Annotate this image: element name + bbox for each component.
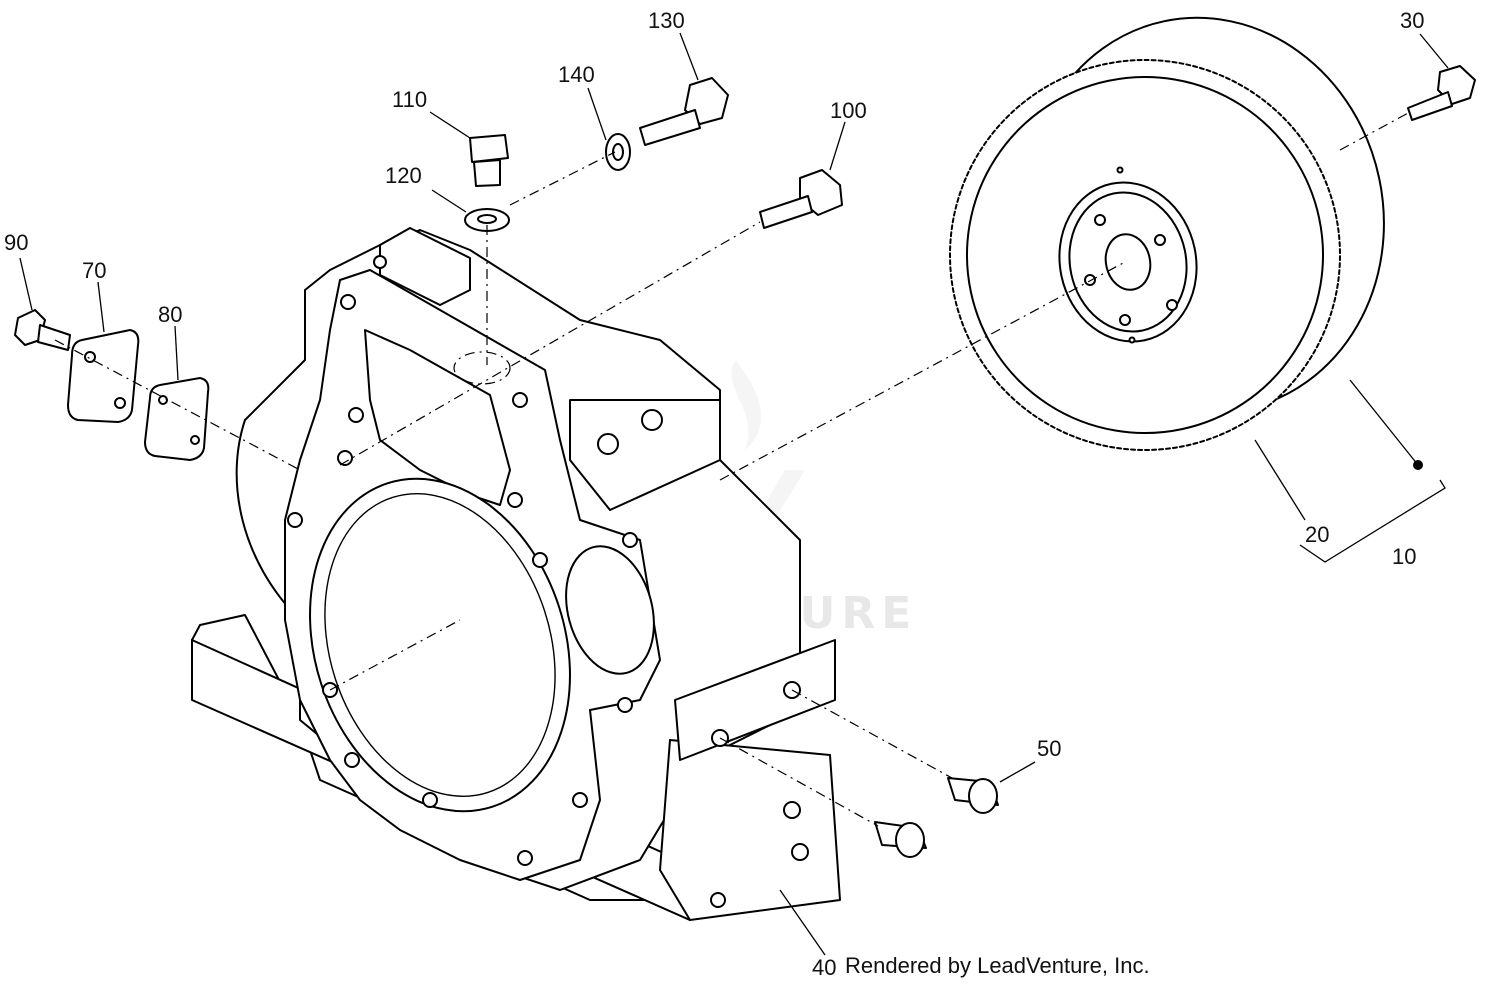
center-lines (54, 111, 1411, 827)
callout-50: 50 (1037, 736, 1061, 761)
callout-80: 80 (158, 302, 182, 327)
cover-plate-icon[interactable] (67, 329, 140, 423)
callout-20: 20 (1305, 522, 1329, 547)
callout-30: 30 (1400, 8, 1424, 33)
gasket-icon[interactable] (144, 377, 210, 461)
callout-120: 120 (385, 163, 422, 188)
leader-lines (19, 32, 1449, 956)
flywheel-housing-icon[interactable] (191, 227, 841, 921)
flywheel-icon[interactable] (914, 0, 1421, 486)
dowel-pin-icon[interactable] (874, 777, 999, 858)
callout-10: 10 (1392, 544, 1416, 569)
callout-90: 90 (4, 230, 28, 255)
callout-140: 140 (558, 62, 595, 87)
callout-70: 70 (82, 258, 106, 283)
callout-100: 100 (830, 98, 867, 123)
plug-icon[interactable] (469, 134, 509, 187)
bolt-icon[interactable] (759, 169, 843, 229)
callout-40: 40 (812, 955, 836, 980)
bolt-icon[interactable] (639, 77, 729, 146)
callout-110: 110 (392, 87, 427, 112)
callout-130: 130 (648, 8, 685, 33)
callout-labels: 130 140 110 120 100 90 70 80 30 20 10 50… (4, 8, 1424, 980)
credit-text: Rendered by LeadVenture, Inc. (845, 953, 1150, 978)
bolt-icon[interactable] (1407, 65, 1476, 121)
washer-icon[interactable] (464, 133, 631, 232)
